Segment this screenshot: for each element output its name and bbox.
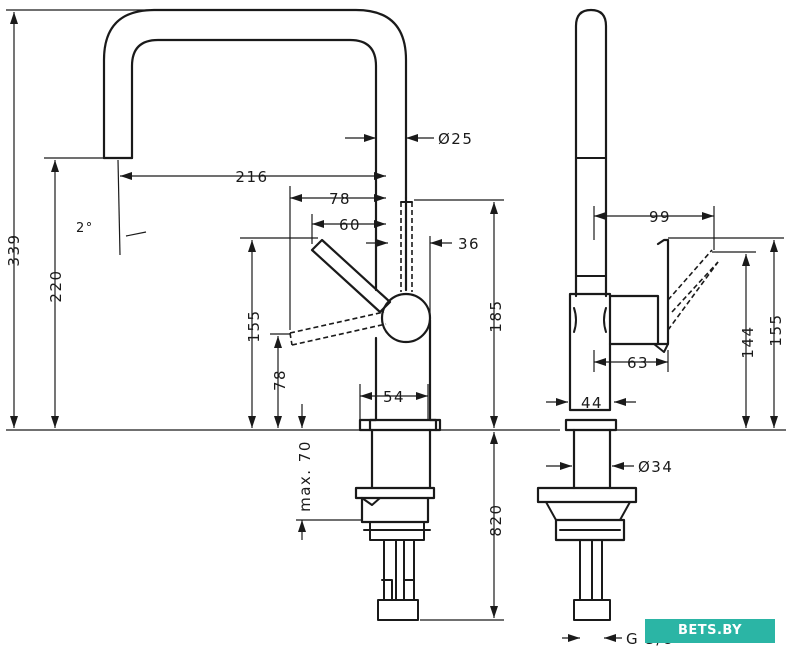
label-339: 339 [5,233,23,266]
label-diameter-34: Ø34 [638,458,673,476]
side-view [536,8,719,621]
label-60: 60 [339,216,361,234]
watermark-logo: BETS.BY [645,619,775,643]
front-dimension-lines [6,9,560,621]
dimension-labels: 339 220 216 Ø25 78 60 36 155 78 185 54 m… [5,130,785,648]
label-diameter-25: Ø25 [438,130,473,148]
label-44: 44 [581,394,603,412]
label-99: 99 [649,208,671,226]
lever-hub [380,292,432,344]
label-144: 144 [739,325,757,358]
label-max-70: max. 70 [296,440,314,512]
label-78-low: 78 [271,369,289,391]
front-view [102,8,442,621]
label-216: 216 [235,168,268,186]
label-155-left: 155 [245,309,263,342]
label-2-degrees: 2° [76,221,94,236]
label-54: 54 [383,388,405,406]
label-155-right: 155 [767,313,785,346]
label-78-top: 78 [329,190,351,208]
side-dimension-lines [546,206,786,642]
label-63: 63 [627,354,649,372]
spout-outline [102,8,408,292]
label-820: 820 [487,503,505,536]
label-36: 36 [458,235,480,253]
label-185: 185 [487,299,505,332]
label-220: 220 [47,269,65,302]
